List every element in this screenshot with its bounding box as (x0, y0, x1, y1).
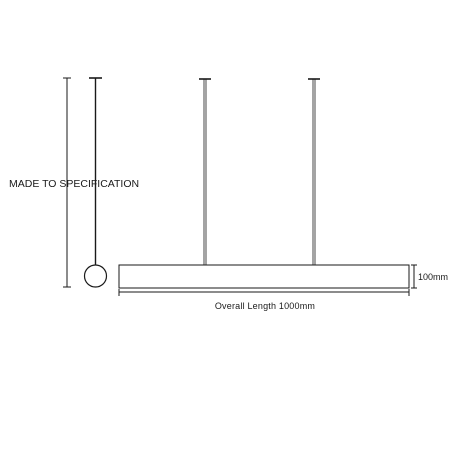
length-dimension (118, 289, 410, 296)
drop-height-label: MADE TO SPECIFICATION (9, 178, 140, 190)
front-suspension-left (199, 78, 211, 265)
depth-label: 100mm (418, 272, 449, 282)
overall-length-label: Overall Length 1000mm (214, 301, 316, 311)
side-view (83, 77, 108, 288)
drop-height-dimension (63, 77, 71, 288)
depth-dimension (411, 264, 417, 289)
side-profile-circle (83, 264, 108, 288)
luminaire-body (118, 264, 410, 289)
front-suspension-right (308, 78, 320, 265)
